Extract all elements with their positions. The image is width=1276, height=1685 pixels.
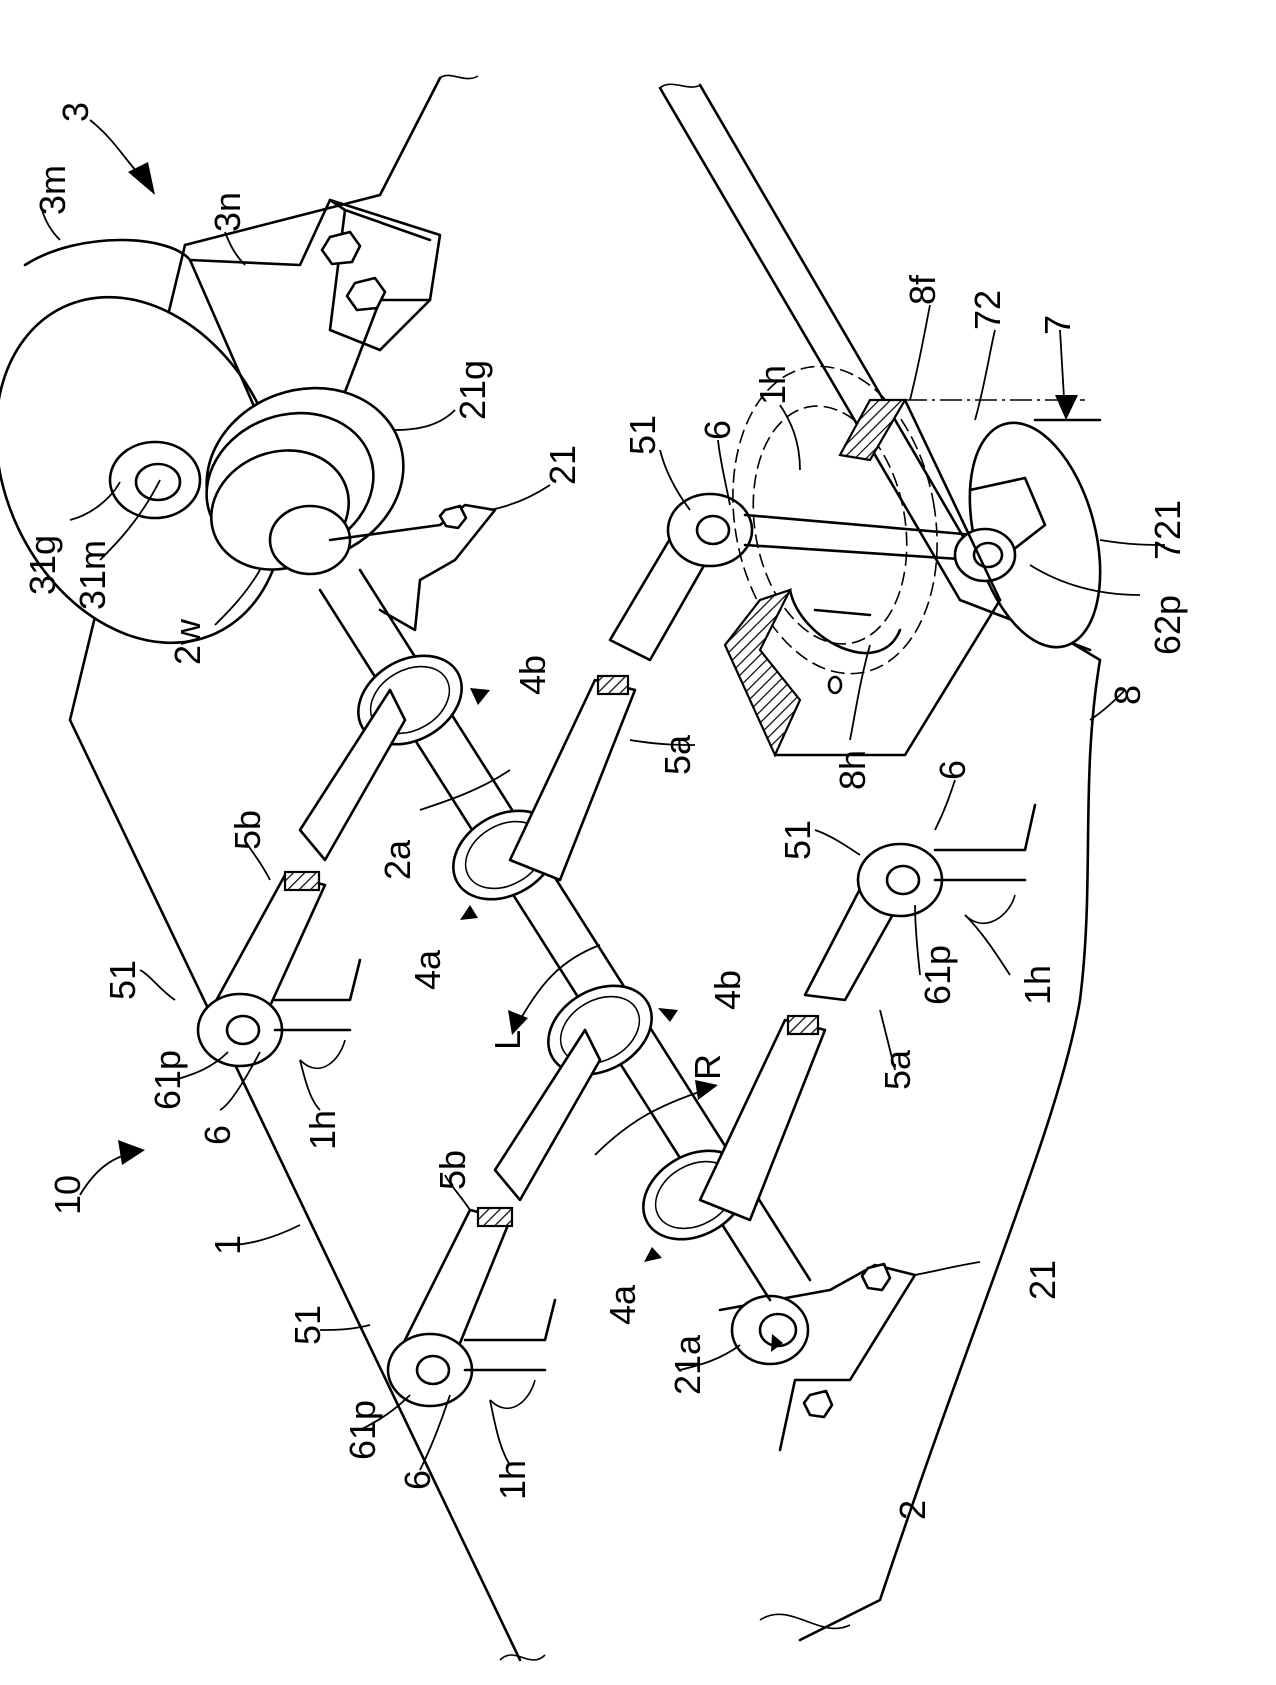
leader-lines: [41, 209, 1166, 1471]
label-61p-b: 61p: [342, 1400, 383, 1460]
label-5b-upper: 5b: [227, 810, 268, 850]
label-51-a: 51: [102, 960, 143, 1000]
label-10: 10: [47, 1175, 88, 1215]
label-1h-a: 1h: [302, 1110, 343, 1150]
label-6-a: 6: [197, 1125, 238, 1145]
label-4a-upper: 4a: [407, 949, 448, 990]
joint-right-upper: [666, 492, 754, 568]
arm-5a-upper: [508, 674, 637, 882]
label-2a: 2a: [377, 839, 418, 880]
base-plate: [68, 74, 1102, 1662]
label-7: 7: [1037, 315, 1078, 335]
arrowhead-icon: [644, 1247, 662, 1262]
label-61p-a: 61p: [147, 1050, 188, 1110]
label-6-c: 6: [932, 760, 973, 780]
label-51-d: 51: [622, 415, 663, 455]
label-21-bottom: 21: [1022, 1260, 1063, 1300]
rotation-arrow-L: [519, 944, 601, 1021]
label-2: 2: [892, 1500, 933, 1520]
label-8f: 8f: [902, 274, 943, 305]
label-31g: 31g: [22, 535, 63, 595]
label-2w: 2w: [167, 618, 208, 665]
label-4a-lower: 4a: [602, 1284, 643, 1325]
label-5b-lower: 5b: [432, 1150, 473, 1190]
label-51-c: 51: [777, 820, 818, 860]
label-3m: 3m: [32, 165, 73, 215]
arrowhead-icon: [128, 162, 155, 195]
arrowhead-icon: [695, 1080, 718, 1100]
label-6-d: 6: [697, 420, 738, 440]
arrowhead-icon: [658, 1008, 678, 1022]
label-1h-d: 1h: [752, 365, 793, 405]
label-1h-c: 1h: [1017, 965, 1058, 1005]
label-5a-lower: 5a: [877, 1049, 918, 1090]
label-direction-L: L: [487, 1030, 528, 1050]
assembly-arrows: [79, 119, 1102, 1352]
rod-left-lower: [463, 1298, 557, 1409]
label-31m: 31m: [72, 540, 113, 610]
label-direction-R: R: [687, 1054, 728, 1080]
arrow-3: [89, 119, 141, 176]
label-51-b: 51: [287, 1305, 328, 1345]
label-21a: 21a: [667, 1334, 708, 1395]
arrowhead-icon: [771, 1334, 783, 1352]
bracket-bottom: [718, 1262, 917, 1452]
arm-5a-lower: [698, 1014, 827, 1222]
label-21g: 21g: [452, 360, 493, 420]
label-8: 8: [1107, 685, 1148, 705]
joint-left-upper: [196, 992, 284, 1068]
arrowhead-icon: [1055, 395, 1078, 420]
label-721: 721: [1147, 500, 1188, 560]
label-62p: 62p: [1147, 595, 1188, 655]
reference-labels: 10 1 2 3 3m 3n 31g 31m 2w 21g 21 21 21a …: [22, 102, 1188, 1520]
arrowhead-icon: [470, 688, 490, 705]
label-1h-b: 1h: [492, 1460, 533, 1500]
label-3: 3: [55, 102, 96, 122]
label-5a-upper: 5a: [657, 734, 698, 775]
rotation-arrow-R: [594, 1089, 706, 1156]
bolt-icon: [345, 276, 387, 312]
pulley-4b-lower: [547, 984, 653, 1076]
bracket-top: [328, 503, 497, 632]
drive-wheel: [205, 386, 405, 576]
arrowhead-icon: [118, 1140, 145, 1165]
bolt-icon: [320, 230, 362, 266]
arm-left-upper: [298, 688, 407, 862]
label-4b-upper: 4b: [512, 655, 553, 695]
joint-right-middle: [856, 842, 944, 918]
label-21-top: 21: [542, 445, 583, 485]
label-6-b: 6: [397, 1470, 438, 1490]
rod-right-upper: [743, 513, 977, 562]
label-4b-lower: 4b: [707, 970, 748, 1010]
arrowhead-icon: [508, 1010, 528, 1035]
arm-left-lower: [493, 1028, 602, 1202]
label-3n: 3n: [207, 192, 248, 232]
rod-left-upper: [273, 958, 362, 1069]
arrowhead-icon: [460, 905, 478, 920]
joint-left-lower: [386, 1332, 474, 1408]
frame-8: [723, 398, 1002, 758]
rod-right-middle: [933, 803, 1037, 924]
label-61p-c: 61p: [917, 945, 958, 1005]
label-1: 1: [207, 1235, 248, 1255]
label-8h: 8h: [832, 750, 873, 790]
label-72: 72: [967, 290, 1008, 330]
